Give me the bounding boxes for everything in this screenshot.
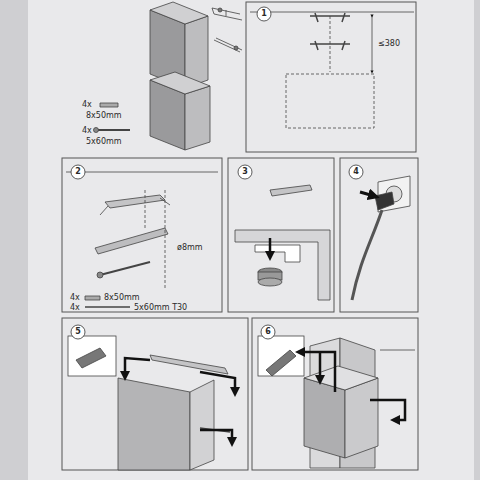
chimney-covers [94,2,243,150]
upper-cover-step [258,336,415,468]
step-number: 2 [73,168,83,176]
hood-install [235,185,330,300]
step-circles [71,7,363,339]
panel-frames [62,2,418,470]
quantity: 4x [82,127,92,135]
paper [28,0,474,480]
anchor-size: 8x50mm [86,112,122,120]
wall-brackets [250,12,414,128]
step-number: 1 [259,10,269,18]
quantity: 4x [70,304,80,312]
step-number: 5 [73,328,83,336]
screw-size: 5x60mm [86,138,122,146]
drilling-step [66,172,218,307]
quantity: 4x [82,101,92,109]
screw-size: 5x60mm T30 [134,304,187,312]
step-number: 4 [351,168,361,176]
lower-cover-step [68,336,235,470]
drill-diameter: ø8mm [177,244,203,252]
step-number: 6 [263,328,273,336]
power-plug [352,176,410,300]
quantity: 4x [70,294,80,302]
step-number: 3 [240,168,250,176]
dimension: ≤380 [378,40,400,48]
anchor-size: 8x50mm [104,294,140,302]
